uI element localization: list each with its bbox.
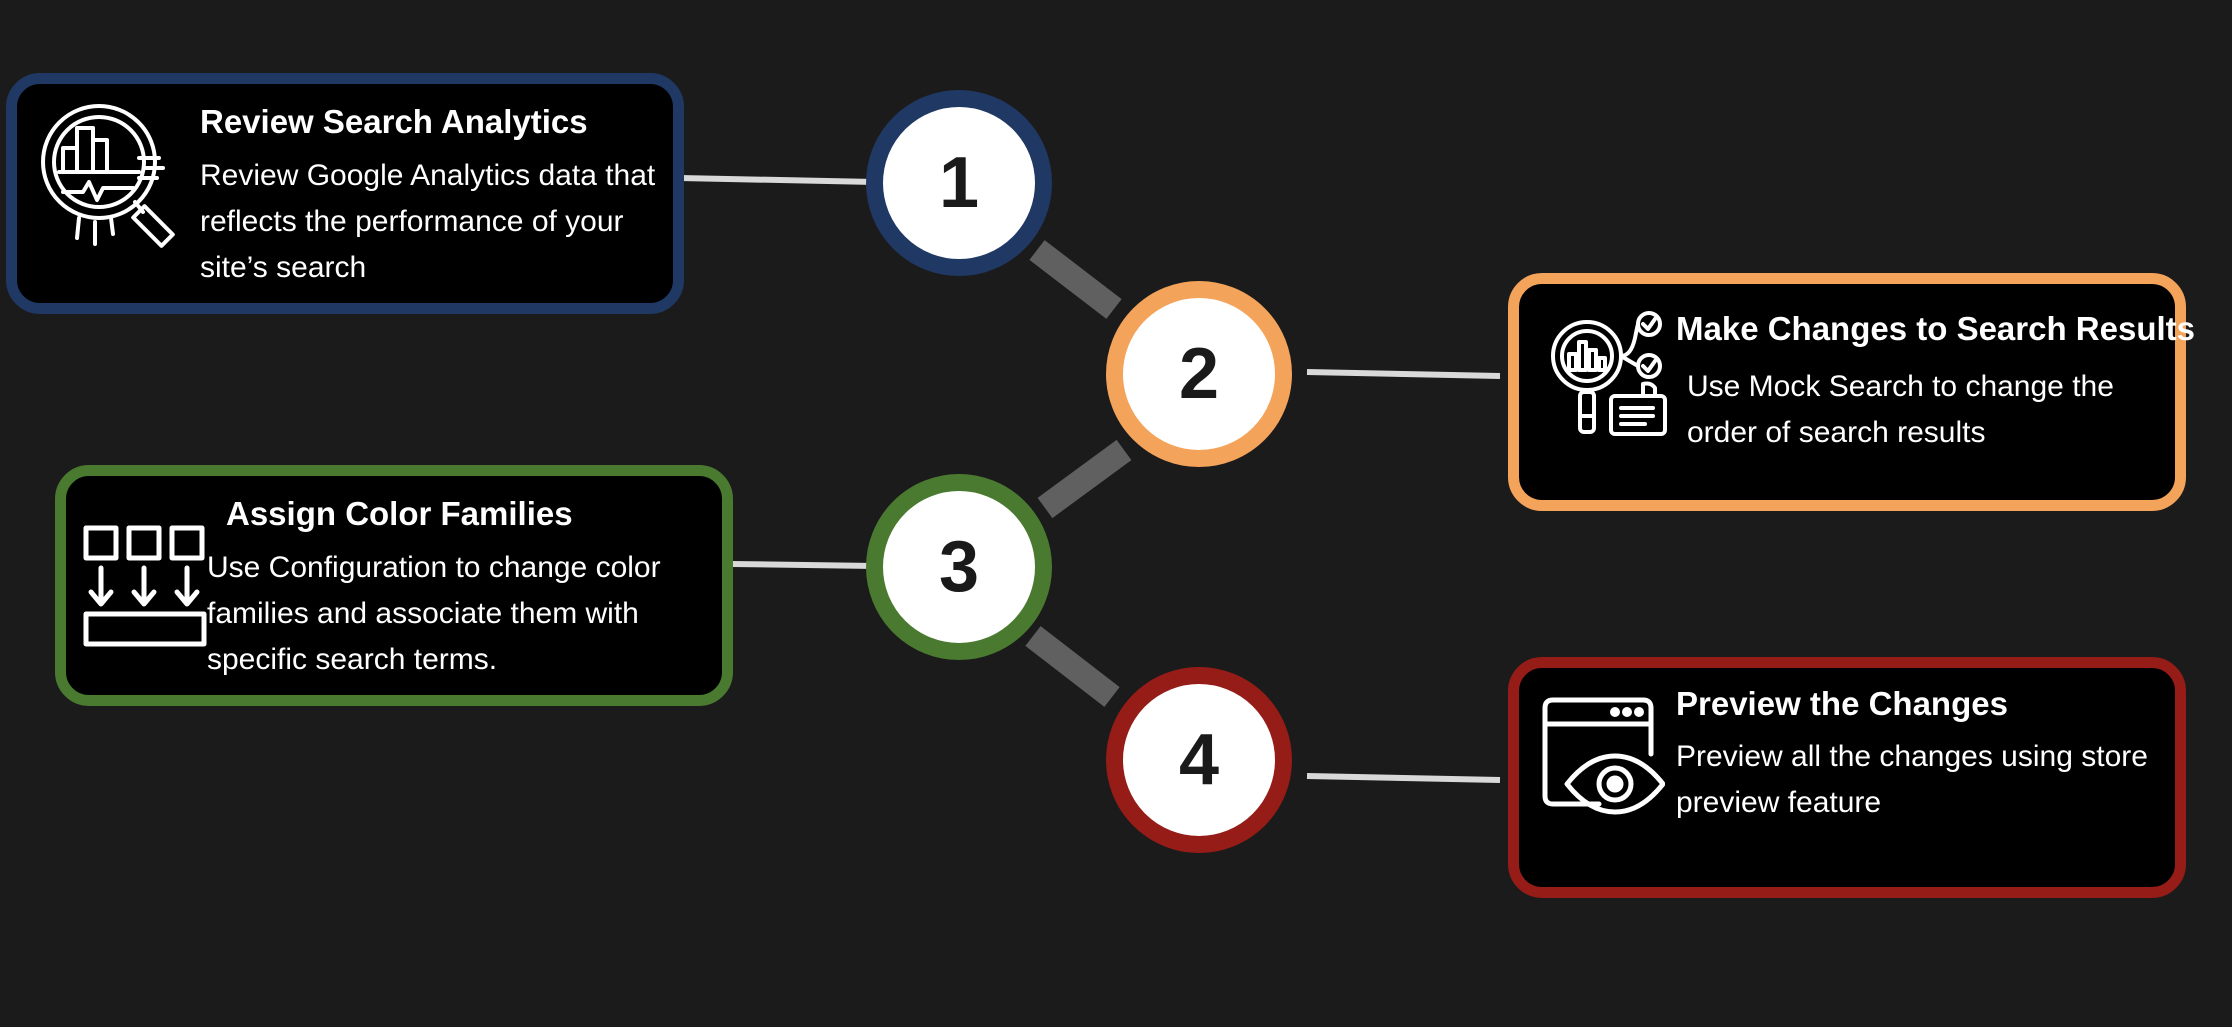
step-title-1: Review Search Analytics (200, 103, 588, 140)
step-title-4: Preview the Changes (1676, 685, 2008, 722)
connector-card-2 (1306, 369, 1501, 379)
step-number-3: 3 (866, 474, 1052, 660)
connector-card-4 (1306, 773, 1501, 783)
step-number-4: 4 (1106, 667, 1292, 853)
color-families-icon (83, 525, 207, 647)
search-analytics-icon (41, 104, 175, 248)
step-desc-2: Use Mock Search to change the order of s… (1687, 370, 2114, 449)
browser-preview-eye-icon (1542, 697, 1665, 815)
step-title-2: Make Changes to Search Results (1676, 310, 2196, 347)
step-card-2: Make Changes to Search Results Use Mock … (1508, 273, 2195, 511)
step-desc-1: Review Google Analytics data that reflec… (200, 159, 656, 284)
step-card-4: Preview the Changes Preview all the chan… (1508, 657, 2186, 898)
connector-step-3-4 (1025, 626, 1120, 707)
connector-step-1-2 (1029, 240, 1122, 319)
step-desc-4: Preview all the changes using store prev… (1676, 740, 2148, 819)
connector-step-2-3 (1037, 439, 1132, 519)
step-card-1: Review Search Analytics Review Google An… (6, 73, 684, 314)
connector-card-3 (731, 561, 876, 569)
step-number-2: 2 (1106, 281, 1292, 467)
step-card-3: Assign Color Families Use Configuration … (55, 465, 733, 706)
step-title-3: Assign Color Families (226, 495, 573, 532)
step-desc-3: Use Configuration to change color famili… (207, 551, 661, 676)
step-number-1: 1 (866, 90, 1052, 276)
search-results-checklist-icon (1551, 311, 1667, 436)
connector-card-1 (679, 175, 876, 185)
